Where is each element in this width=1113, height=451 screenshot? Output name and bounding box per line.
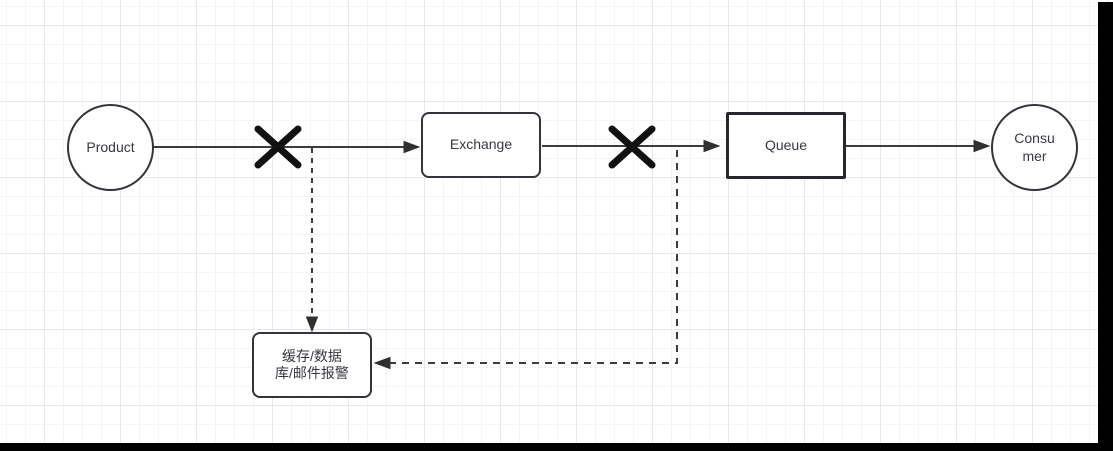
x-cross-icon xyxy=(608,125,656,169)
node-consumer-label-line2: mer xyxy=(1022,147,1047,164)
node-alert-storage[interactable]: 缓存/数据 库/邮件报警 xyxy=(252,332,372,398)
node-product-label: Product xyxy=(86,138,135,155)
node-consumer[interactable]: Consu mer xyxy=(991,104,1078,191)
arrowhead-left-icon xyxy=(373,356,391,370)
node-queue-label: Queue xyxy=(764,136,808,153)
node-queue[interactable]: Queue xyxy=(726,112,846,179)
edge-dashed-to-alert-2[interactable] xyxy=(373,150,678,370)
edge-exchange-queue[interactable] xyxy=(542,139,721,153)
edge-product-exchange[interactable] xyxy=(154,140,421,154)
arrowhead-right-icon xyxy=(973,139,991,153)
node-exchange-label: Exchange xyxy=(449,136,513,153)
node-consumer-label-line1: Consu xyxy=(1014,130,1055,146)
edge-queue-consumer[interactable] xyxy=(846,139,991,153)
frame-bar-bottom xyxy=(0,443,1113,451)
node-alert-label-line1: 缓存/数据 xyxy=(282,347,342,364)
arrowhead-right-icon xyxy=(403,140,421,154)
x-cross-icon xyxy=(254,125,302,169)
node-exchange[interactable]: Exchange xyxy=(421,112,541,178)
node-product[interactable]: Product xyxy=(67,104,154,191)
arrowhead-right-icon xyxy=(703,139,721,153)
frame-bar-right xyxy=(1098,2,1113,451)
edge-dashed-to-alert-1[interactable] xyxy=(305,148,319,333)
node-alert-label-line2: 库/邮件报警 xyxy=(275,365,349,381)
arrowhead-down-icon xyxy=(305,316,319,333)
